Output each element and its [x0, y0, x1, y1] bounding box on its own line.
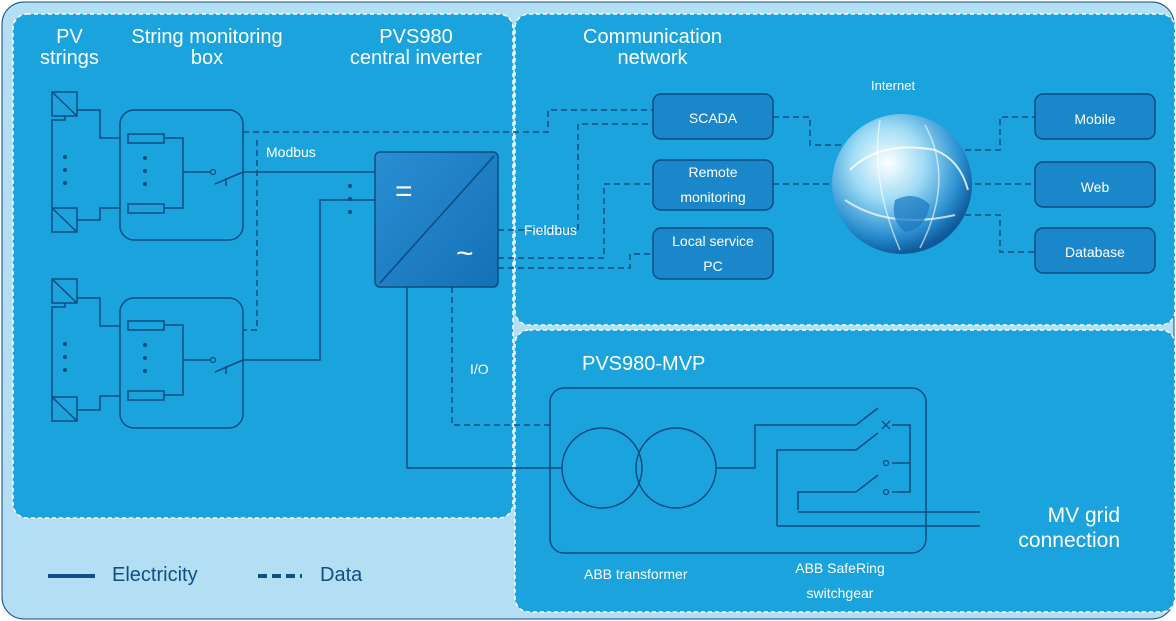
fieldbus-label: Fieldbus [524, 222, 577, 238]
remote-monitoring-label: Remote monitoring [680, 164, 746, 205]
pv-panel-icon [51, 207, 78, 233]
pv-strings-label: PV strings [40, 26, 99, 69]
central-inverter [374, 151, 499, 288]
switchgear-label: ABB SafeRing switchgear [795, 560, 885, 602]
remote-monitoring-box [652, 159, 774, 211]
pv-inverter-panel [12, 13, 514, 519]
communication-network-label: Communication network [583, 26, 722, 69]
string-monitoring-box-1 [119, 109, 244, 241]
mvp-label: PVS980-MVP [582, 353, 706, 375]
internet-label: Internet [871, 78, 916, 93]
switchgear-switches [881, 420, 891, 496]
dc-wiring [243, 171, 375, 361]
local-service-pc-box [652, 227, 774, 280]
io-label: I/O [470, 361, 489, 377]
scada-label: SCADA [688, 110, 738, 126]
web-label: Web [1080, 179, 1110, 195]
dc-symbol: = [395, 175, 413, 208]
globe-icon [832, 114, 972, 254]
modbus-label: Modbus [266, 144, 316, 160]
scada-box [652, 93, 774, 140]
ac-symbol: ~ [456, 237, 474, 270]
mv-grid-label: MV grid connection [1018, 504, 1120, 553]
local-service-pc-label: Local service PC [672, 233, 754, 274]
pv-panel-icon [51, 91, 78, 117]
transformer-label: ABB transformer [584, 566, 688, 582]
pv-panel-icon [51, 396, 78, 422]
pv-string-wiring [51, 109, 120, 411]
database-label: Database [1065, 244, 1125, 260]
mobile-label: Mobile [1074, 111, 1116, 127]
data-lines [243, 109, 1035, 426]
mvp-panel [514, 329, 1176, 613]
central-inverter-label: PVS980 central inverter [349, 26, 483, 69]
pv-continuation-dots [63, 155, 67, 372]
legend-electricity-label: Electricity [112, 564, 198, 586]
string-monitoring-box-2 [119, 297, 244, 429]
database-box [1034, 227, 1156, 274]
electricity-lines [406, 287, 980, 527]
transformer-icon [561, 427, 717, 509]
web-box [1034, 161, 1156, 208]
legend-data-label: Data [320, 564, 363, 586]
mobile-box [1034, 93, 1156, 140]
input-continuation-dots [348, 184, 352, 214]
mvp-station-box [549, 387, 927, 554]
pv-panel-icon [51, 278, 78, 304]
string-monitoring-box-label: String monitoring box [131, 26, 283, 69]
